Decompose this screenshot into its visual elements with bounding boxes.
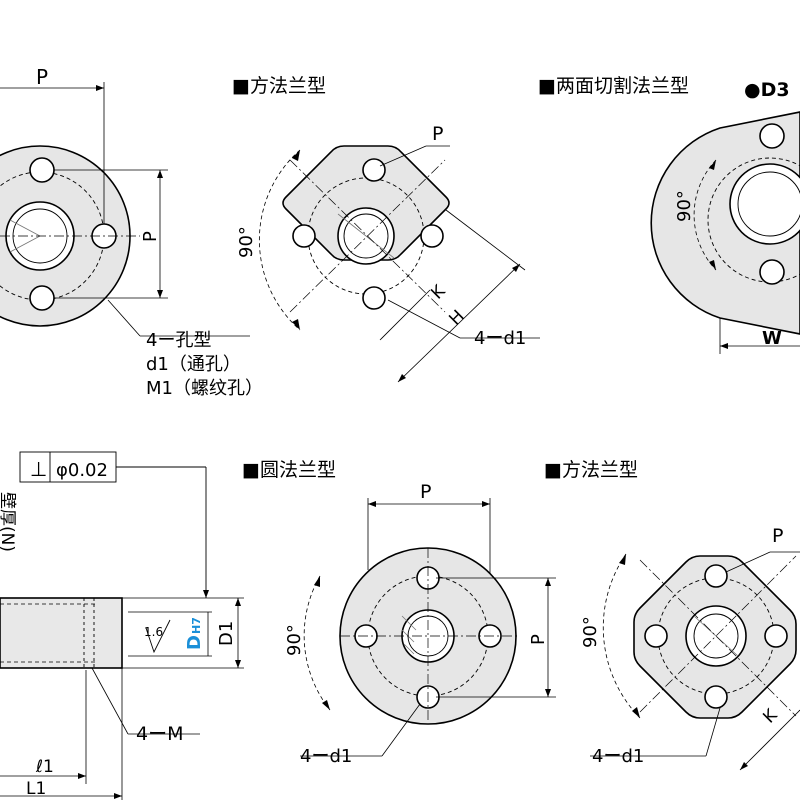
top-right-cutoff-label: ●D3: [744, 79, 790, 101]
l1-small-label: ℓ1: [35, 757, 54, 777]
round-hole-label: 4ーd1: [300, 746, 352, 767]
square-top-angle-label: 90°: [236, 226, 257, 258]
square-bottom-hole-label: 4ーd1: [592, 746, 644, 767]
section-title-square-flange-bottom: ■方法兰型: [544, 459, 638, 481]
hole-callout-line-2: d1（通孔）: [146, 354, 241, 375]
two-side-angle-label: 90°: [674, 190, 695, 222]
bore-dim-main: D: [184, 635, 205, 650]
square-top-h-label: H: [445, 306, 468, 329]
roughness-value: 1.6: [144, 625, 163, 639]
section-title-square-flange-top: ■方法兰型: [232, 75, 326, 97]
round-flange-top-left-view: [0, 82, 250, 337]
bore-dim-sub: H7: [190, 617, 203, 634]
pitch-label: P: [36, 65, 48, 89]
square-bottom-k-label: K: [759, 705, 782, 728]
square-bottom-angle-label: 90°: [580, 616, 601, 648]
tolerance-value: φ0.02: [56, 460, 108, 481]
hole-callout-line-3: M1（螺纹孔）: [146, 378, 263, 399]
hole-callout-line-1: 4ー孔型: [146, 330, 211, 351]
round-flange-view: [300, 498, 556, 757]
section-title-two-side-cut: ■两面切割法兰型: [538, 75, 689, 97]
square-top-pitch-label: P: [432, 123, 443, 145]
d1-label: D1: [216, 621, 237, 646]
square-flange-bottom-view: [590, 551, 800, 771]
l1-big-label: L1: [26, 779, 46, 799]
square-top-k-label: K: [427, 281, 450, 304]
square-top-hole-label: 4ーd1: [474, 328, 526, 349]
round-pitch-label-top: P: [420, 481, 431, 503]
side-view: [0, 451, 244, 800]
tolerance-symbol: ⊥: [30, 457, 47, 481]
square-flange-top-view: [259, 145, 540, 383]
round-angle-label: 90°: [284, 624, 305, 656]
wall-thickness-note: 壁厚(N): [0, 492, 17, 552]
thread-label: 4ーM: [136, 723, 183, 745]
two-side-cut-flange-view: [650, 111, 800, 354]
pitch-label-vertical: P: [140, 231, 161, 242]
round-pitch-label-side: P: [528, 634, 549, 645]
section-title-round-flange: ■圆法兰型: [242, 459, 336, 481]
two-side-width-label: W: [762, 328, 782, 349]
square-bottom-pitch-label: P: [772, 525, 783, 547]
